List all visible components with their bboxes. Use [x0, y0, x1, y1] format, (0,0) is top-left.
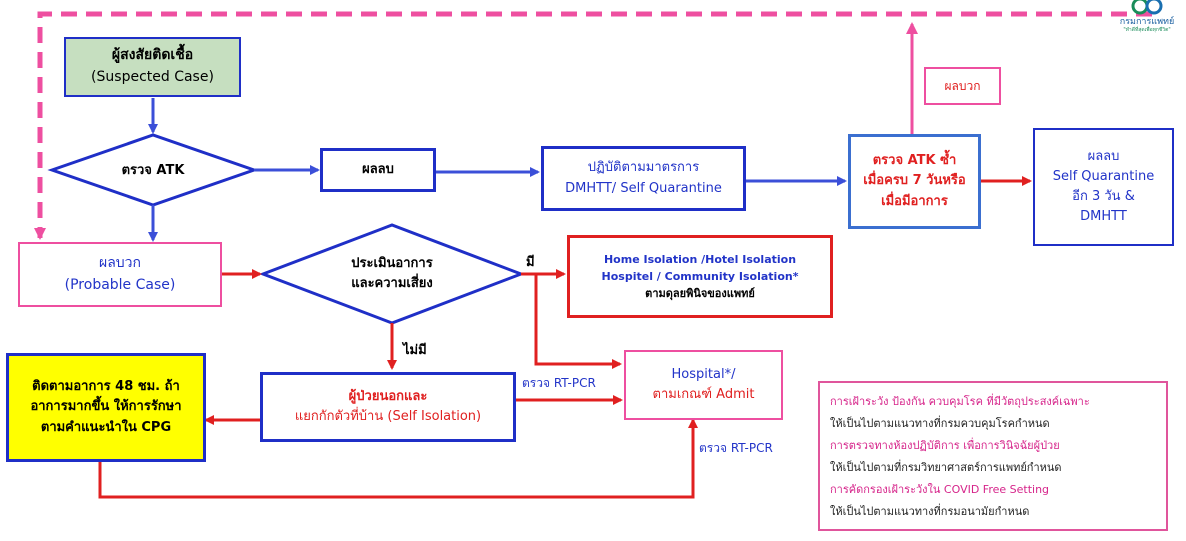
probable-thai: ผลบวก — [98, 254, 141, 271]
suspected-english: (Suspected Case) — [91, 69, 214, 85]
assess-line2: และความเสี่ยง — [351, 276, 433, 291]
negative-text: ผลลบ — [362, 161, 394, 177]
followup-line3: ตามคำแนะนำใน CPG — [40, 419, 172, 435]
edge-label-rtpcr-1: ตรวจ RT-PCR — [522, 376, 596, 390]
note-line-3: การตรวจทางห้องปฏิบัติการ เพื่อการวินิจฉั… — [830, 439, 1060, 452]
retest-line1: ตรวจ ATK ซ้ำ — [872, 153, 957, 169]
probable-case-box: ผลบวก (Probable Case) — [18, 242, 222, 307]
negative-final-box: ผลลบ Self Quarantine อีก 3 วัน & DMHTT — [1033, 128, 1174, 246]
negative-final-line2: Self Quarantine — [1052, 168, 1155, 184]
positive-flag-text: ผลบวก — [944, 78, 981, 93]
edge-label-rtpcr-2: ตรวจ RT-PCR — [699, 441, 773, 455]
outpatient-box: ผู้ป่วยนอกและ แยกกักตัวที่บ้าน (Self Iso… — [260, 372, 516, 442]
assess-line1: ประเมินอาการ — [351, 255, 433, 271]
outpatient-line1: ผู้ป่วยนอกและ — [348, 388, 428, 404]
negative-box: ผลลบ — [320, 148, 436, 192]
followup-line2: อาการมากขึ้น ให้การรักษา — [30, 399, 182, 415]
edge-label-yes: มี — [526, 255, 535, 270]
positive-flag-box: ผลบวก — [924, 67, 1001, 105]
isolation-line1: Home Isolation /Hotel Isolation — [603, 252, 797, 266]
negative-final-line1: ผลลบ — [1087, 148, 1120, 164]
isolation-line2: Hospitel / Community Isolation* — [601, 269, 799, 283]
notes-box: การเฝ้าระวัง ป้องกัน ควบคุมโรค ที่มีวัตถ… — [818, 381, 1168, 531]
probable-english: (Probable Case) — [64, 276, 176, 293]
quarantine-line2: DMHTT/ Self Quarantine — [565, 180, 722, 196]
retest-line3: เมื่อมีอาการ — [881, 193, 948, 209]
note-line-6: ให้เป็นไปตามแนวทางที่กรมอนามัยกำหนด — [830, 505, 1030, 518]
negative-final-line4: DMHTT — [1080, 209, 1127, 225]
isolation-box: Home Isolation /Hotel Isolation Hospitel… — [567, 235, 833, 318]
retest-box: ตรวจ ATK ซ้ำ เมื่อครบ 7 วันหรือ เมื่อมีอ… — [848, 134, 981, 229]
hospital-line2: ตามเกณฑ์ Admit — [652, 387, 755, 402]
edge-label-no: ไม่มี — [403, 343, 427, 358]
retest-line2: เมื่อครบ 7 วันหรือ — [863, 173, 966, 189]
note-line-5: การคัดกรองเฝ้าระวังใน COVID Free Setting — [830, 483, 1050, 496]
note-line-2: ให้เป็นไปตามแนวทางที่กรมควบคุมโรคกำหนด — [830, 417, 1050, 430]
atk-test-text: ตรวจ ATK — [121, 162, 185, 178]
dms-logo: กรมการแพทย์ "ทำดีที่สุดเพื่อทุกชีวิต" — [1112, 0, 1182, 36]
assess-label: ประเมินอาการ และความเสี่ยง — [327, 248, 457, 300]
isolation-line3: ตามดุลยพินิจของแพทย์ — [645, 287, 755, 301]
hospital-line1: Hospital*/ — [671, 366, 736, 382]
note-line-4: ให้เป็นไปตามที่กรมวิทยาศาสตร์การแพทย์กำห… — [830, 461, 1062, 474]
suspected-case-box: ผู้สงสัยติดเชื้อ (Suspected Case) — [64, 37, 241, 97]
note-line-1: การเฝ้าระวัง ป้องกัน ควบคุมโรค ที่มีวัตถ… — [830, 395, 1090, 408]
negative-final-line3: อีก 3 วัน & — [1072, 189, 1135, 204]
logo-emblem-icon — [1131, 0, 1163, 15]
atk-test-label: ตรวจ ATK — [92, 160, 214, 182]
quarantine-box: ปฏิบัติตามมาตรการ DMHTT/ Self Quarantine — [541, 146, 746, 211]
arrow-followup-to-hospital — [98, 418, 698, 499]
followup-box: ติดตามอาการ 48 ชม. ถ้า อาการมากขึ้น ให้ก… — [6, 353, 206, 462]
logo-tagline: "ทำดีที่สุดเพื่อทุกชีวิต" — [1123, 27, 1171, 33]
hospital-box: Hospital*/ ตามเกณฑ์ Admit — [624, 350, 783, 420]
logo-name: กรมการแพทย์ — [1119, 17, 1175, 27]
quarantine-line1: ปฏิบัติตามมาตรการ — [587, 160, 700, 176]
followup-line1: ติดตามอาการ 48 ชม. ถ้า — [32, 379, 180, 395]
outpatient-line2: แยกกักตัวที่บ้าน (Self Isolation) — [294, 409, 482, 424]
dashed-positive-loop — [34, 11, 1152, 240]
arrow-assess-to-hospital — [534, 274, 622, 369]
suspected-thai: ผู้สงสัยติดเชื้อ — [111, 47, 194, 64]
